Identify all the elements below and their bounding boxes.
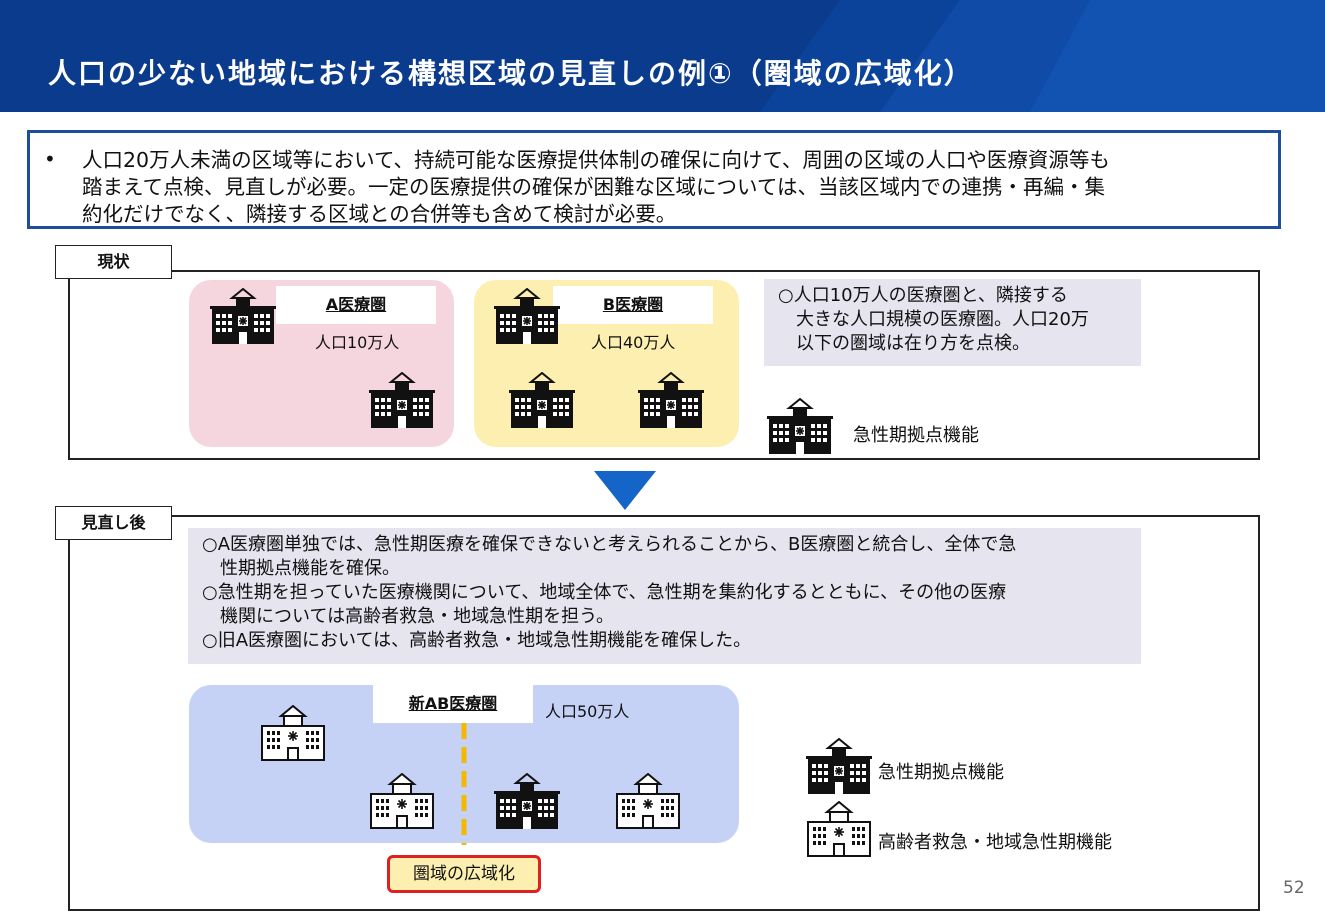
- legend-hospital-acute-icon: [806, 738, 872, 794]
- region-a-population: 人口10万人: [315, 333, 400, 352]
- after-note-line: ○旧A医療圏においては、高齢者救急・地域急性期機能を確保した。: [202, 630, 752, 651]
- page-title: 人口の少ない地域における構想区域の見直しの例①（圏域の広域化）: [48, 57, 974, 90]
- header-banner: 人口の少ない地域における構想区域の見直しの例①（圏域の広域化）: [0, 0, 1325, 112]
- after-note-line: ○急性期を担っていた医療機関について、地域全体で、急性期を集約化するとともに、そ…: [202, 582, 1007, 603]
- after-tab: 見直し後: [55, 506, 172, 540]
- summary-bullet: •: [44, 147, 56, 171]
- region-ab-population: 人口50万人: [545, 702, 630, 721]
- after-note: ○A医療圏単独では、急性期医療を確保できないと考えられることから、B医療圏と統合…: [188, 528, 1141, 664]
- summary-line: 踏まえて点検、見直しが必要。一定の医療提供の確保が困難な区域については、当該区域…: [82, 175, 1105, 199]
- current-tab: 現状: [55, 245, 172, 279]
- after-note-line: 性期拠点機能を確保。: [202, 558, 400, 579]
- current-note-line: 以下の圏域は在り方を点検。: [778, 333, 1030, 354]
- hospital-acute-icon: [494, 288, 560, 344]
- header-decoration: [0, 0, 1325, 112]
- summary-line: 人口20万人未満の区域等において、持続可能な医療提供体制の確保に向けて、周囲の区…: [82, 148, 1110, 172]
- down-arrow-icon: [594, 471, 656, 510]
- hospital-acute-icon: [494, 773, 560, 829]
- legend-hospital-acute-icon: [767, 398, 833, 454]
- current-legend-label: 急性期拠点機能: [853, 425, 979, 446]
- after-legend-elderly-label: 高齢者救急・地域急性期機能: [878, 832, 1112, 853]
- hospital-elderly-icon: [369, 773, 435, 829]
- summary-box: • 人口20万人未満の区域等において、持続可能な医療提供体制の確保に向けて、周囲…: [27, 130, 1281, 229]
- current-note: ○人口10万人の医療圏と、隣接する 大きな人口規模の医療圏。人口20万 以下の圏…: [764, 279, 1141, 366]
- after-note-line: 機関については高齢者救急・地域急性期を担う。: [202, 606, 615, 627]
- hospital-elderly-icon: [260, 705, 326, 761]
- after-note-line: ○A医療圏単独では、急性期医療を確保できないと考えられることから、B医療圏と統合…: [202, 534, 1017, 555]
- region-ab-label: 新AB医療圏: [373, 685, 533, 723]
- region-b-label: B医療圏: [553, 286, 713, 324]
- hospital-acute-icon: [638, 372, 704, 428]
- hospital-elderly-icon: [615, 773, 681, 829]
- current-note-line: ○人口10万人の医療圏と、隣接する: [778, 285, 1068, 306]
- region-divider: [461, 723, 467, 845]
- legend-hospital-elderly-icon: [806, 801, 872, 857]
- region-a-label: A医療圏: [276, 286, 436, 324]
- hospital-acute-icon: [210, 288, 276, 344]
- current-note-line: 大きな人口規模の医療圏。人口20万: [778, 309, 1089, 330]
- wide-area-badge: 圏域の広域化: [387, 855, 541, 893]
- hospital-acute-icon: [509, 372, 575, 428]
- summary-line: 約化だけでなく、隣接する区域との合併等も含めて検討が必要。: [82, 202, 677, 226]
- page-number: 52: [1283, 878, 1305, 898]
- hospital-acute-icon: [369, 372, 435, 428]
- after-legend-acute-label: 急性期拠点機能: [878, 762, 1004, 783]
- summary-text: 人口20万人未満の区域等において、持続可能な医療提供体制の確保に向けて、周囲の区…: [82, 147, 1277, 228]
- region-b-population: 人口40万人: [591, 333, 676, 352]
